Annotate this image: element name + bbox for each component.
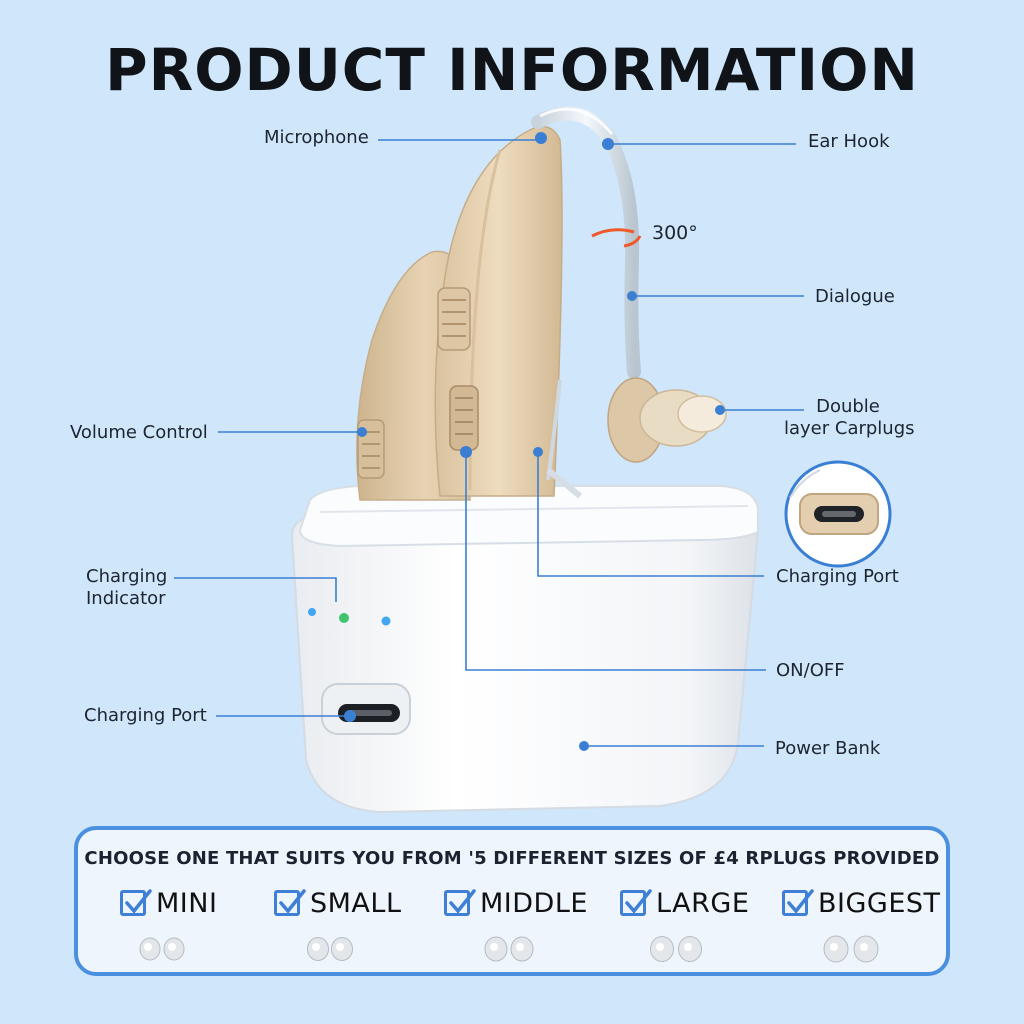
label-charging-port-device: Charging Port xyxy=(776,566,899,587)
indicator-led-1 xyxy=(308,608,316,616)
power-bank-lid xyxy=(298,485,759,548)
angle-mark xyxy=(591,228,635,238)
label-double-layer-earplugs: Double layer Carplugs xyxy=(784,396,915,439)
label-on-off: ON/OFF xyxy=(776,660,845,681)
power-bank-case xyxy=(290,512,760,814)
label-volume-control: Volume Control xyxy=(70,422,208,443)
leader-lines xyxy=(174,139,804,747)
label-power-bank: Power Bank xyxy=(775,738,881,759)
label-microphone: Microphone xyxy=(264,127,369,148)
earplug xyxy=(607,377,727,463)
page-title: PRODUCT INFORMATION xyxy=(105,36,919,104)
checkbox-icon xyxy=(620,889,652,916)
earplug-pair-icon xyxy=(307,937,353,961)
checkbox-icon xyxy=(274,889,306,916)
checkbox-icon xyxy=(782,889,814,916)
leader-dots xyxy=(344,132,725,751)
indicator-led-2 xyxy=(339,613,349,623)
earplug-pair-icon xyxy=(484,936,534,962)
earplug-sizes-panel: CHOOSE ONE THAT SUITS YOU FROM '5 DIFFER… xyxy=(74,826,950,976)
label-charging-port-case: Charging Port xyxy=(84,705,207,726)
label-charging-indicator: Charging Indicator xyxy=(86,566,168,609)
earplug-pair-icon xyxy=(139,937,185,961)
indicator-led-3 xyxy=(381,616,391,626)
sizes-heading: CHOOSE ONE THAT SUITS YOU FROM '5 DIFFER… xyxy=(84,848,940,869)
label-angle: 300° xyxy=(652,222,698,244)
earplug-pair-icon xyxy=(823,935,879,963)
checkbox-icon xyxy=(444,889,476,916)
earplug-pair-icon xyxy=(650,936,702,962)
label-dialogue: Dialogue xyxy=(815,286,895,307)
ear-hook-tube xyxy=(531,106,641,379)
label-ear-hook: Ear Hook xyxy=(808,131,890,152)
checkbox-icon xyxy=(120,889,152,916)
